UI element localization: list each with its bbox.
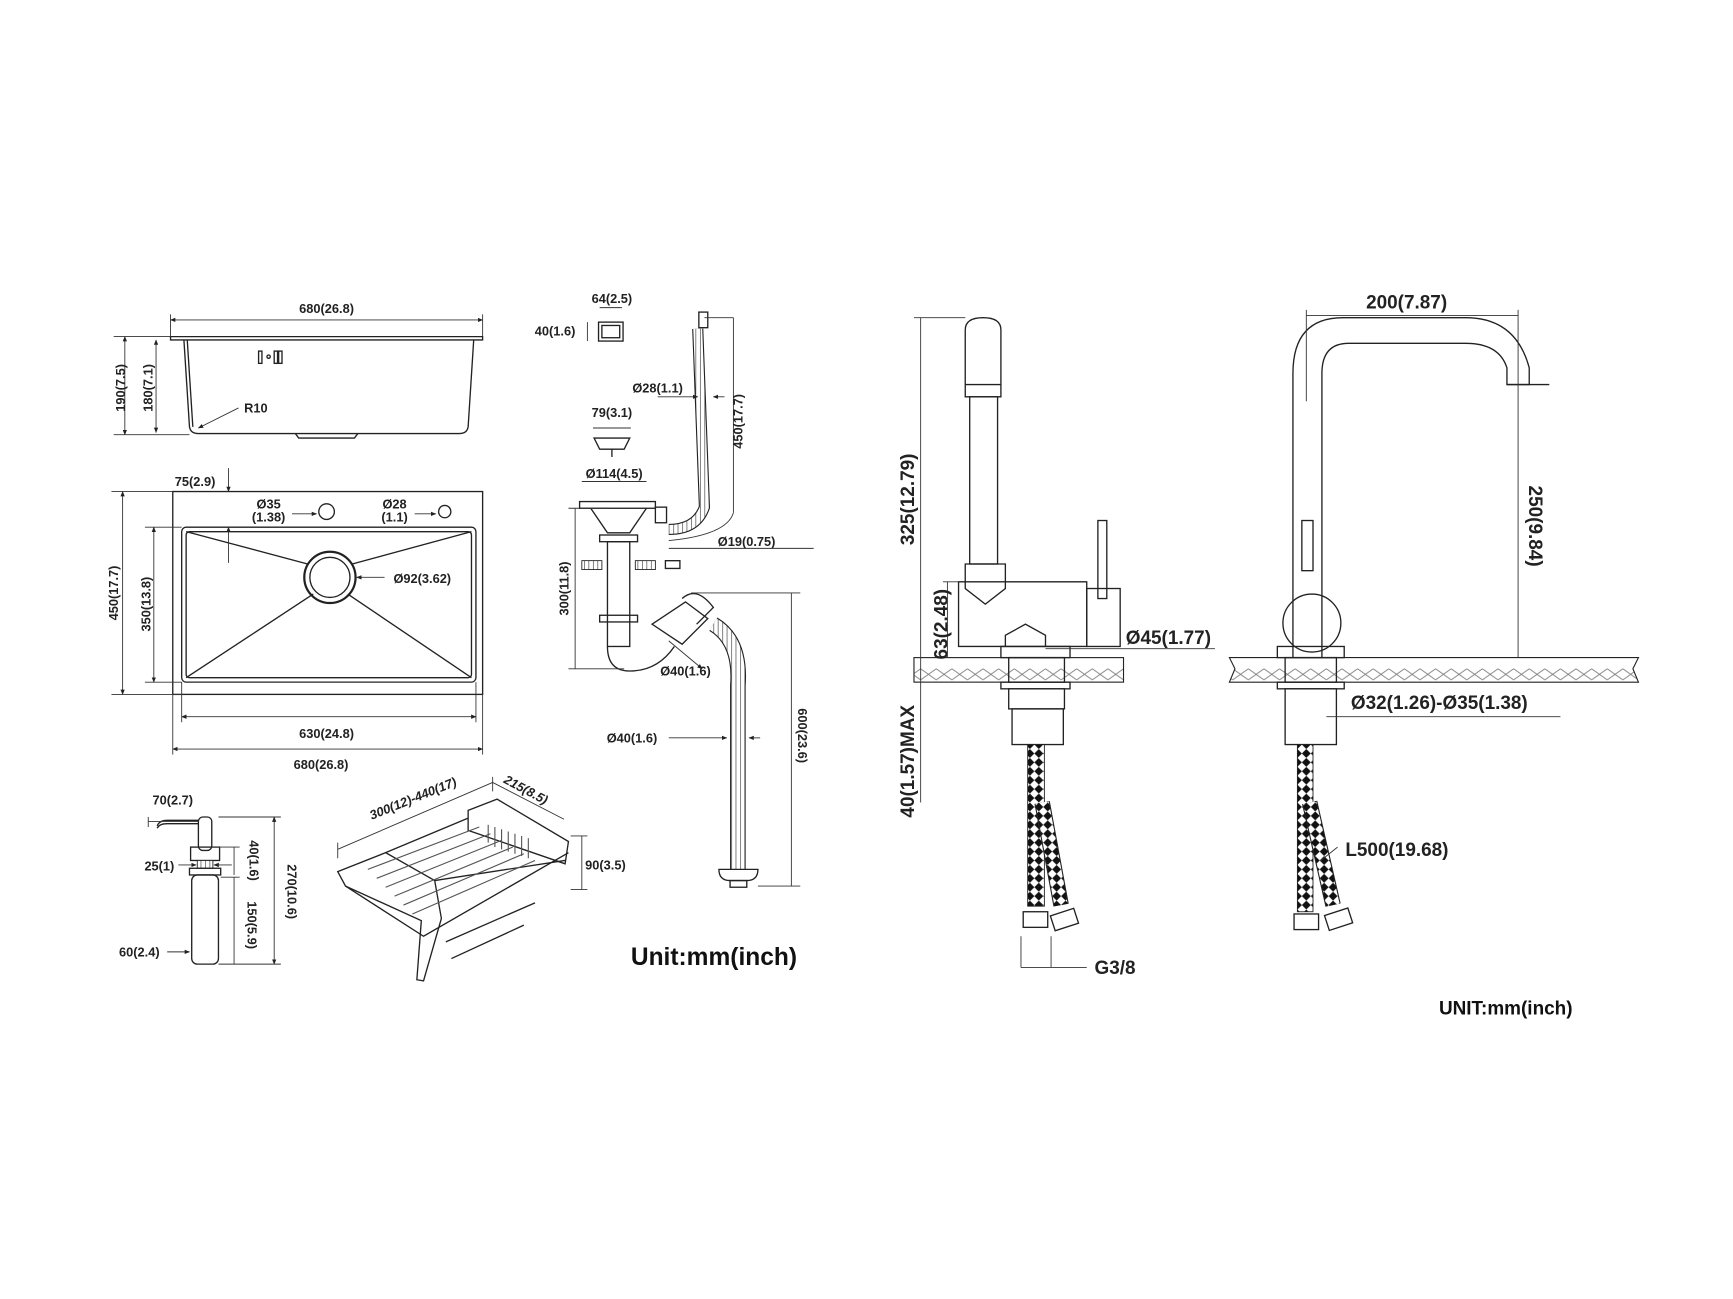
hole-dia-label: Ø32(1.26)-Ø35(1.38): [1351, 693, 1528, 714]
faucet-side-view: 325(12.79) 63(2.48) 40(1.57)MAX Ø45(1.77…: [898, 316, 1215, 979]
sink-side-view: 680(26.8) 190(7.5) 180(7.1) R10: [113, 301, 484, 439]
overflow-height-label: 40(1.6): [535, 323, 576, 338]
tap-hole-2: [437, 504, 452, 519]
sink-height-inner-label: 180(7.1): [141, 364, 156, 412]
trap-dia-label: Ø40(1.6): [660, 663, 711, 678]
bottle-label: 150(5.9): [244, 901, 259, 949]
overflow-slot-icon: [257, 350, 283, 365]
flange-label: Ø114(4.5): [586, 466, 643, 481]
basket-width-label: 215(8.5): [501, 771, 551, 807]
faucet-height-label: 325(12.79): [898, 454, 919, 546]
hole2-dia-label: Ø28: [382, 496, 406, 511]
spout-height-label: 250(9.84): [1524, 486, 1545, 567]
outlet-dia-label: Ø40(1.6): [607, 730, 658, 745]
hose-dia-label: Ø28(1.1): [632, 380, 683, 395]
hole1-dia-label: Ø35: [257, 496, 281, 511]
unit-label-left: Unit:mm(inch): [631, 944, 797, 971]
inner-width-label: 630(24.8): [299, 726, 354, 741]
base-height-label: 63(2.48): [931, 589, 952, 660]
total-height-label: 270(10.6): [285, 864, 300, 919]
hole2-inch-label: (1.1): [381, 510, 407, 525]
reach-label: 200(7.87): [1366, 293, 1447, 314]
neck-label: 25(1): [144, 859, 174, 874]
faucet-front-view: 200(7.87) 250(9.84) Ø32(1.26)-Ø35(1.38) …: [1228, 293, 1640, 932]
strainer-label: 79(3.1): [592, 405, 633, 420]
hose-length-label: 450(17.7): [730, 394, 745, 449]
outlet-length-label: 600(23.6): [795, 708, 810, 763]
hose-length-label: L500(19.68): [1345, 840, 1448, 861]
drain-assembly: 64(2.5) 40(1.6) 450(17.7) Ø28(1.1) 79(3.…: [535, 291, 814, 888]
radius-label: R10: [244, 400, 267, 415]
tap-offset-label: 75(2.9): [175, 474, 216, 489]
outer-width-label: 680(26.8): [294, 757, 349, 772]
overflow-width-label: 64(2.5): [592, 291, 633, 306]
hole1-inch-label: (1.38): [252, 510, 285, 525]
thread-label: G3/8: [1095, 958, 1136, 979]
depth-inner-label: 350(13.8): [138, 577, 153, 632]
unit-label-right: UNIT:mm(inch): [1439, 998, 1573, 1019]
side-inlet-label: Ø19(0.75): [718, 534, 776, 549]
head-label: 40(1.6): [247, 840, 262, 881]
drain-hole: [303, 550, 357, 605]
faucet-handle-knob: [1282, 593, 1342, 653]
nozzle-label: 70(2.7): [152, 793, 193, 808]
drain-dia-label: Ø92(3.62): [393, 571, 451, 586]
basket-height-label: 90(3.5): [585, 857, 626, 872]
depth-outer-label: 450(17.7): [106, 566, 121, 621]
drain-basket: 300(12)-440(17) 215(8.5) 90(3.5): [336, 771, 626, 982]
sink-width-top-label: 680(26.8): [299, 301, 354, 316]
soap-dispenser: 70(2.7) 25(1) 40(1.6) 150(5.9) 270(10.6)…: [119, 793, 300, 965]
deck-max-label: 40(1.57)MAX: [898, 705, 919, 818]
tap-hole-1: [318, 503, 336, 521]
basket-length-label: 300(12)-440(17): [367, 774, 458, 823]
sink-height-outer-label: 190(7.5): [113, 364, 128, 412]
trap-height-label: 300(11.8): [556, 561, 571, 615]
sink-top-view: Ø35 (1.38) Ø28 (1.1) 75(2.9) Ø92(3.62) 4…: [106, 468, 484, 772]
base-dia-label: Ø45(1.77): [1126, 628, 1211, 649]
bottle-dia-label: 60(2.4): [119, 944, 160, 959]
